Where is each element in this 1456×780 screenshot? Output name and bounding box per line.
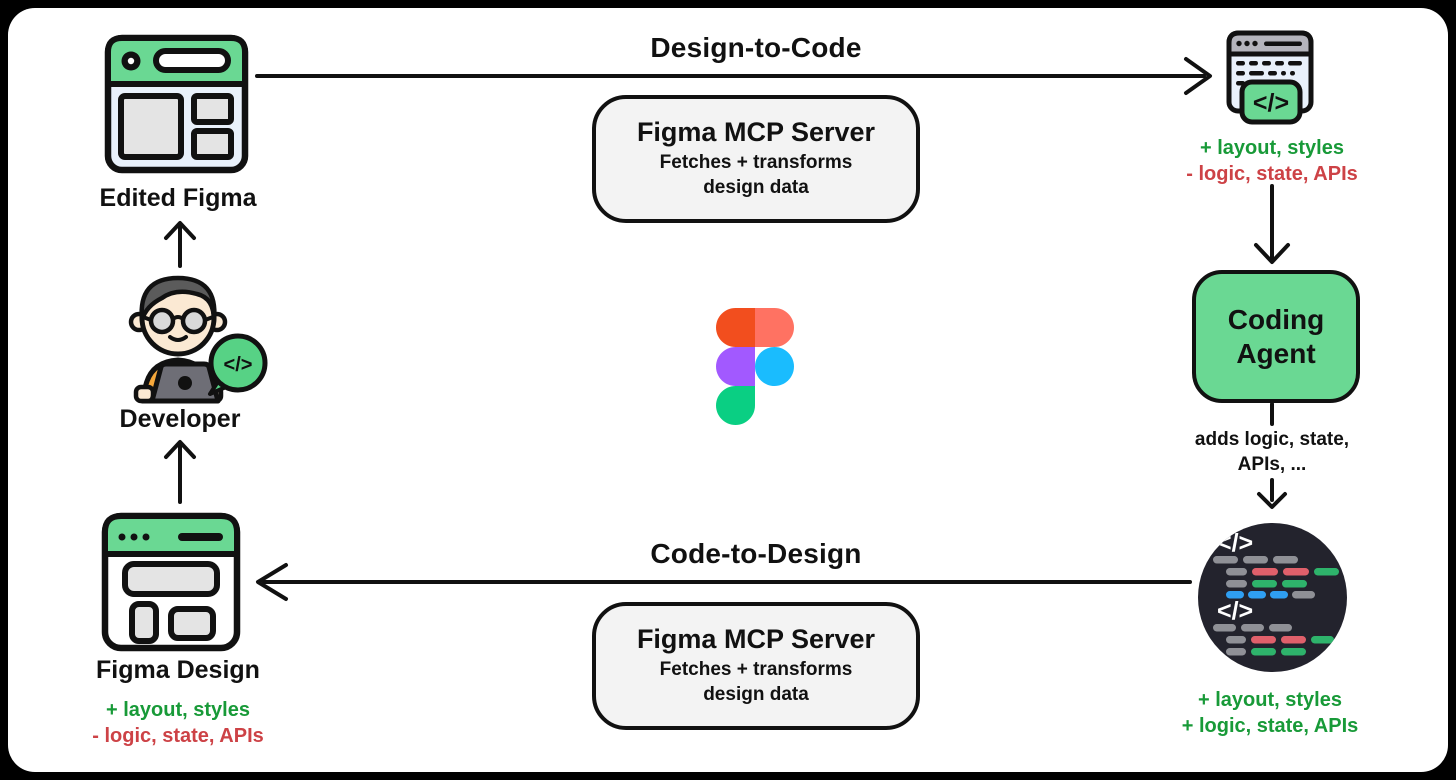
- mcp-server-box-top: Figma MCP Server Fetches + transforms de…: [592, 95, 920, 223]
- figma-logo-blue: [755, 347, 794, 386]
- code-glyph: </>: [1217, 529, 1253, 557]
- flow-title-code-to-design: Code-to-Design: [650, 538, 862, 569]
- window-dots-icon: [1236, 40, 1258, 47]
- hair-icon: [139, 275, 217, 323]
- coding-agent-note: adds logic, state, APIs, ...: [1194, 429, 1350, 475]
- figma-logo-purple: [716, 347, 755, 386]
- annotation-plus: + layout, styles: [1200, 137, 1344, 159]
- annotation-plus-layout: + layout, styles: [1198, 689, 1342, 711]
- annotation-plus: + layout, styles: [106, 699, 250, 721]
- figma-logo-green: [716, 386, 755, 425]
- code-snippet-circle-icon: </> </>: [1198, 523, 1347, 672]
- node-label-developer: Developer: [119, 405, 241, 433]
- annotation-minus: - logic, state, APIs: [92, 725, 264, 748]
- arrow-code-to-design: [256, 563, 1192, 601]
- annotation-minus: - logic, state, APIs: [1186, 163, 1358, 186]
- figma-logo-orange: [716, 308, 755, 347]
- mcp-server-subtitle: Fetches + transforms design data: [659, 659, 853, 706]
- figma-logo-salmon: [755, 308, 794, 347]
- window-pill-icon: [153, 48, 231, 73]
- code-glyph: </>: [1217, 597, 1253, 625]
- developer-icon: </>: [128, 275, 268, 404]
- code-badge-icon: </>: [1239, 79, 1303, 125]
- node-label-figma-design: Figma Design: [96, 656, 260, 684]
- annotation-generated-code: + layout, styles - logic, state, APIs: [1144, 135, 1400, 188]
- coding-agent-box: Coding Agent: [1192, 270, 1360, 403]
- arrow-design-to-code: [255, 57, 1212, 95]
- code-glyph: </>: [1253, 89, 1289, 117]
- mcp-server-box-bottom: Figma MCP Server Fetches + transforms de…: [592, 602, 920, 730]
- laptop-icon: [149, 361, 221, 404]
- mcp-server-subtitle: Fetches + transforms design data: [659, 152, 853, 199]
- arrow-developer-to-edited: [164, 221, 196, 268]
- arrow-design-to-developer: [164, 440, 196, 504]
- code-glyph: </>: [224, 354, 253, 376]
- figma-logo: [716, 308, 794, 425]
- edited-figma-window-icon: [104, 34, 249, 174]
- code-window-icon: </>: [1226, 30, 1314, 125]
- mcp-server-title: Figma MCP Server: [636, 116, 876, 147]
- coding-agent-label: Coding Agent: [1227, 304, 1325, 369]
- code-pill-rows: [1213, 624, 1334, 656]
- arrow-generated-to-agent: [1254, 184, 1290, 264]
- speech-bubble-icon: </>: [208, 333, 268, 396]
- flow-title-design-to-code: Design-to-Code: [650, 32, 862, 63]
- node-label-edited-figma: Edited Figma: [99, 184, 257, 212]
- mcp-server-title: Figma MCP Server: [636, 623, 876, 654]
- annotation-final-code: + layout, styles + logic, state, APIs: [1142, 687, 1398, 740]
- annotation-figma-design: + layout, styles - logic, state, APIs: [56, 697, 300, 750]
- code-pill-rows: [1213, 556, 1339, 599]
- figma-design-window-icon: [101, 512, 241, 652]
- window-dots-icon: [118, 533, 150, 541]
- annotation-plus-logic: + logic, state, APIs: [1181, 715, 1359, 738]
- arrow-note-to-code: [1257, 478, 1287, 509]
- glasses-icon: [142, 307, 214, 335]
